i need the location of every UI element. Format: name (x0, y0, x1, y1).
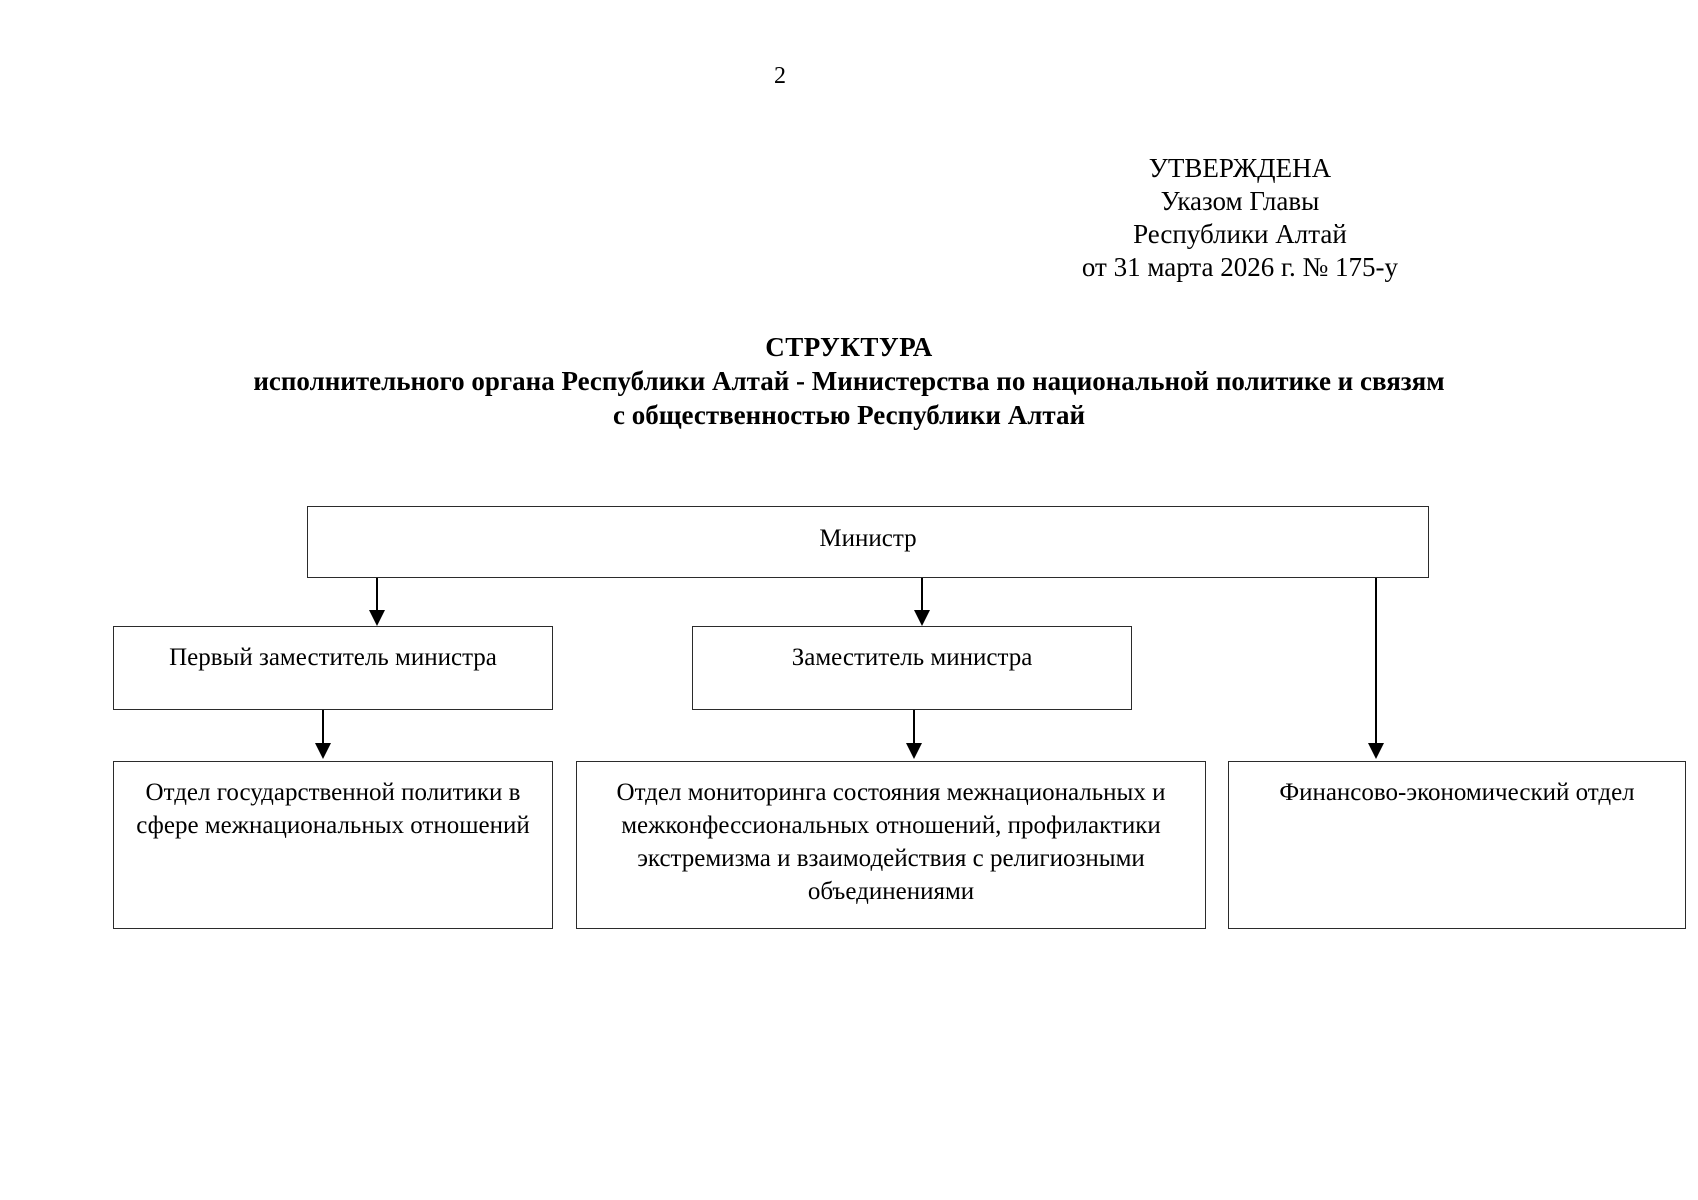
arrowhead-minister-to-deputy (914, 610, 930, 626)
title-line-1: СТРУКТУРА (765, 332, 933, 362)
title-line-2: исполнительного органа Республики Алтай … (253, 366, 1445, 396)
approval-block: УТВЕРЖДЕНА Указом Главы Республики Алтай… (1082, 152, 1398, 284)
org-node-finance-department-label: Финансово-экономический отдел (1279, 779, 1635, 806)
approval-line-3: Республики Алтай (1133, 219, 1347, 249)
approval-line-1: УТВЕРЖДЕНА (1148, 153, 1332, 183)
org-node-monitoring-department: Отдел мониторинга состояния межнациональ… (576, 761, 1206, 929)
approval-line-2: Указом Главы (1160, 186, 1320, 216)
connector-first-deputy-to-policy-department (322, 710, 324, 745)
arrowhead-first-deputy-to-policy-department (315, 743, 331, 759)
org-node-minister-label: Министр (819, 524, 917, 552)
arrowhead-minister-to-first-deputy (369, 610, 385, 626)
org-node-first-deputy-label: Первый заместитель министра (169, 644, 497, 671)
title-line-3: с общественностью Республики Алтай (613, 400, 1085, 430)
arrowhead-minister-to-finance-department (1368, 743, 1384, 759)
org-node-deputy: Заместитель министра (692, 626, 1132, 710)
org-node-first-deputy: Первый заместитель министра (113, 626, 553, 710)
connector-deputy-to-monitoring-department (913, 710, 915, 745)
page-number: 2 (774, 63, 786, 89)
document-title: СТРУКТУРА исполнительного органа Республ… (0, 330, 1698, 432)
org-node-policy-department: Отдел государственной политики в сфере м… (113, 761, 553, 929)
org-node-minister: Министр (307, 506, 1429, 578)
org-node-deputy-label: Заместитель министра (791, 644, 1033, 671)
connector-minister-to-first-deputy (376, 578, 378, 612)
approval-line-4: от 31 марта 2026 г. № 175-у (1081, 252, 1398, 282)
connector-minister-to-deputy (921, 578, 923, 612)
org-node-policy-department-label: Отдел государственной политики в сфере м… (136, 779, 530, 839)
org-node-finance-department: Финансово-экономический отдел (1228, 761, 1686, 929)
connector-minister-to-finance-department (1375, 578, 1377, 745)
arrowhead-deputy-to-monitoring-department (906, 743, 922, 759)
org-node-monitoring-department-label: Отдел мониторинга состояния межнациональ… (616, 779, 1166, 905)
